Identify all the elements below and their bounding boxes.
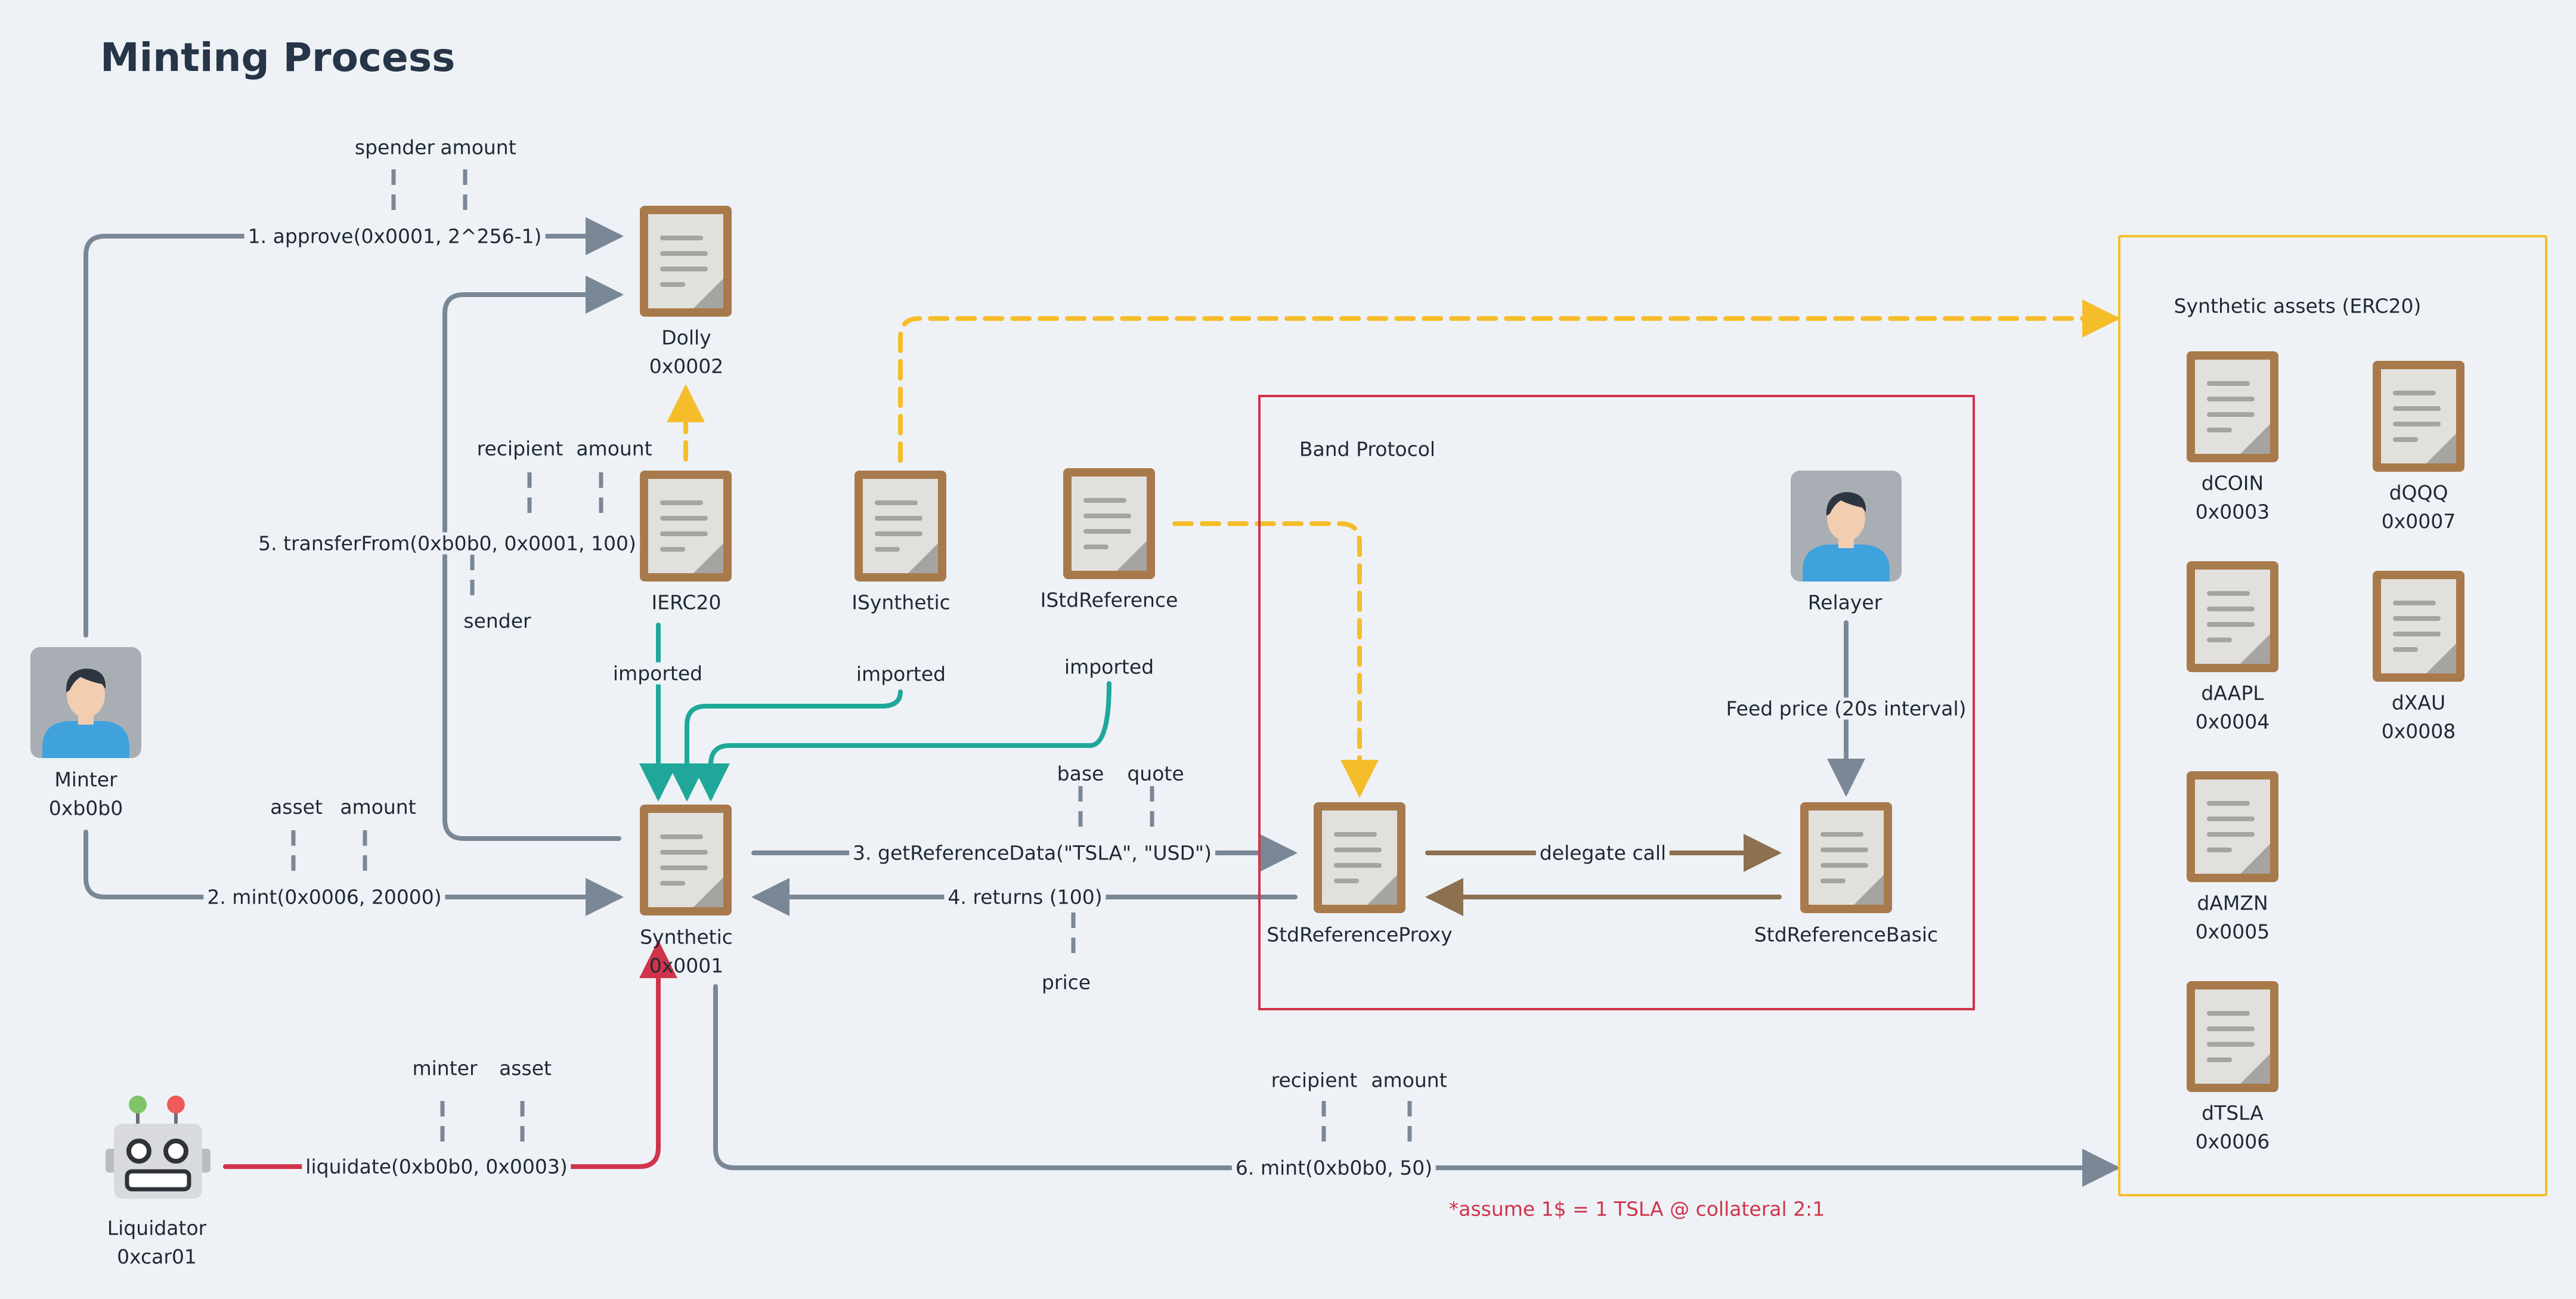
param-label: recipient [1271,1068,1358,1092]
imported-label: imported [1060,655,1158,678]
returns-call-label: 4. returns (100) [944,886,1106,908]
document-icon [2187,351,2278,462]
proxy-name: StdReferenceProxy [1267,923,1453,947]
document-icon [640,206,732,317]
document-icon [2187,771,2278,882]
asset-address: 0x0006 [2195,1130,2270,1153]
mint-arrow [83,830,624,916]
synthetic-address: 0x0001 [649,954,724,978]
approve-arrow [83,217,624,638]
param-label: asset [270,795,323,819]
liquidate-call-label: liquidate(0xb0b0, 0x0003) [302,1155,571,1178]
asset-name: dXAU [2391,691,2446,715]
minter-name: Minter [54,768,117,791]
minter-address: 0xb0b0 [48,796,123,820]
mint-call-label: 2. mint(0x0006, 20000) [203,886,445,908]
delegate-call-label: delegate call [1535,842,1670,864]
synthetic-name: Synthetic [640,925,733,949]
param-label: amount [440,135,516,159]
band-protocol-label: Band Protocol [1299,437,1436,461]
param-label: recipient [476,437,564,460]
liquidator-name: Liquidator [107,1216,207,1240]
document-icon [2187,561,2278,672]
asset-name: dTSLA [2202,1101,2264,1125]
asset-address: 0x0008 [2381,719,2456,743]
liquidator-address: 0xcar01 [117,1245,197,1269]
person-icon [30,647,141,758]
document-icon [640,805,732,916]
approve-call-label: 1. approve(0x0001, 2^256-1) [244,225,546,248]
param-label: quote [1127,762,1184,785]
imported-label: imported [852,663,950,685]
asset-address: 0x0003 [2195,500,2270,524]
transfer-from-call-label: 5. transferFrom(0xb0b0, 0x0001, 100) [255,532,640,555]
page-title: Minting Process [100,35,456,81]
document-icon [2373,571,2464,682]
param-label: spender [354,135,435,159]
param-label: asset [499,1056,552,1080]
feed-price-label: Feed price (20s interval) [1722,697,1970,720]
import-isynthetic-arrow [668,689,903,802]
asset-address: 0x0007 [2381,509,2456,533]
document-icon [1800,802,1892,913]
ierc20-name: IERC20 [651,590,722,614]
asset-name: dCOIN [2201,471,2264,495]
param-label: sender [463,609,531,633]
document-icon [640,471,732,582]
param-label: price [1041,970,1091,994]
param-label: minter [412,1056,478,1080]
basic-name: StdReferenceBasic [1754,923,1939,947]
get-reference-call-label: 3. getReferenceData("TSLA", "USD") [849,842,1215,864]
document-icon [854,471,946,582]
asset-address: 0x0004 [2195,710,2270,734]
dolly-address: 0x0002 [649,354,724,378]
robot-icon [106,1096,210,1199]
param-label: amount [340,795,416,819]
param-label: amount [1371,1068,1447,1092]
asset-name: dAAPL [2201,681,2264,705]
istdreference-to-proxy-arrow [1172,521,1379,798]
import-istdreference-arrow [692,681,1111,802]
document-icon [1063,468,1155,579]
liquidate-arrow [223,940,677,1169]
param-label: amount [576,437,652,460]
transfer-from-arrow [442,276,624,841]
asset-name: dQQQ [2389,481,2448,505]
synthetic-assets-box [2118,235,2547,1196]
mint-dtsla-call-label: 6. mint(0xb0b0, 50) [1231,1156,1436,1179]
document-icon [2187,981,2278,1092]
imported-label: imported [609,662,707,685]
synthetic-assets-label: Synthetic assets (ERC20) [2174,294,2422,318]
asset-name: dAMZN [2197,891,2268,915]
istdreference-name: IStdReference [1040,588,1178,612]
band-protocol-box [1258,395,1975,1010]
relayer-name: Relayer [1807,590,1883,614]
isynthetic-to-assets-arrow [898,299,2120,463]
document-icon [2373,361,2464,472]
person-icon [1791,471,1902,582]
isynthetic-name: ISynthetic [852,590,950,614]
assumption-note: *assume 1$ = 1 TSLA @ collateral 2:1 [1448,1197,1825,1221]
dolly-name: Dolly [661,326,711,350]
mint-dtsla-arrow [713,984,2120,1187]
asset-address: 0x0005 [2195,920,2270,944]
param-label: base [1057,762,1104,785]
document-icon [1314,802,1405,913]
